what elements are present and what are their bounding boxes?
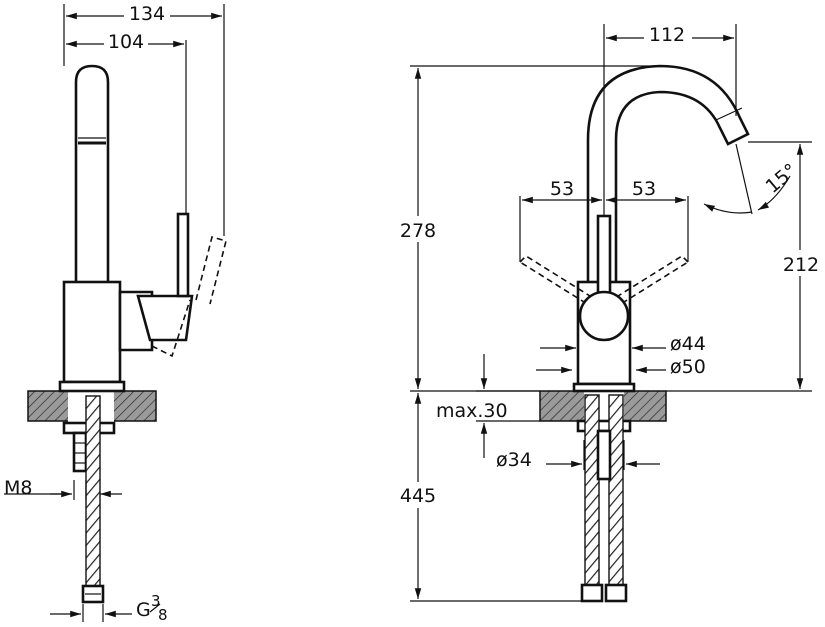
side-view: 134 104 M8 G 3 8 xyxy=(4,3,227,624)
dim-total-width: 134 xyxy=(129,3,165,25)
base-ring xyxy=(58,380,126,393)
spout-column xyxy=(74,64,110,282)
supply-hose-left xyxy=(584,394,600,586)
lever-right-outline xyxy=(616,254,690,304)
dim-total-height: 278 xyxy=(400,220,436,242)
faucet-body xyxy=(62,280,122,384)
lever-handle xyxy=(176,212,190,298)
dim-deck-thickness: max.30 xyxy=(436,400,508,422)
dim-thread-denominator: 8 xyxy=(158,606,168,624)
dim-thread-main: G xyxy=(136,599,151,621)
dim-lever-right: 53 xyxy=(632,178,656,200)
dim-spout-height: 212 xyxy=(783,254,819,276)
dim-spout-width: 104 xyxy=(108,31,144,53)
supply-hose-right xyxy=(608,394,624,586)
spout-gooseneck xyxy=(586,64,750,282)
dim-spout-reach: 112 xyxy=(649,24,685,46)
dim-lever-left: 53 xyxy=(550,178,574,200)
dim-angle: 15° xyxy=(762,159,802,198)
dim-hose-length: 445 xyxy=(400,485,436,507)
lever-tilted-outline xyxy=(195,236,227,305)
dim-bolt: M8 xyxy=(4,477,32,499)
dim-base-diameter: ø50 xyxy=(670,356,706,378)
dim-thread-numerator: 3 xyxy=(151,592,161,610)
lever-handle-front xyxy=(596,214,612,300)
dim-body-diameter: ø44 xyxy=(670,333,706,355)
lever-left-outline xyxy=(518,254,592,304)
supply-hose xyxy=(85,395,101,587)
dim-hole-diameter: ø34 xyxy=(496,449,532,471)
hose-nut-right xyxy=(604,583,628,603)
lever-hub-front xyxy=(578,290,630,342)
fixing-bolt xyxy=(72,431,88,473)
front-view: 112 53 53 15° 278 212 ø44 ø50 xyxy=(396,24,824,603)
fixing-bolt-front xyxy=(596,429,612,481)
lever-hub xyxy=(136,294,194,342)
base-ring-front xyxy=(572,382,636,393)
hose-nut-left xyxy=(580,583,604,603)
